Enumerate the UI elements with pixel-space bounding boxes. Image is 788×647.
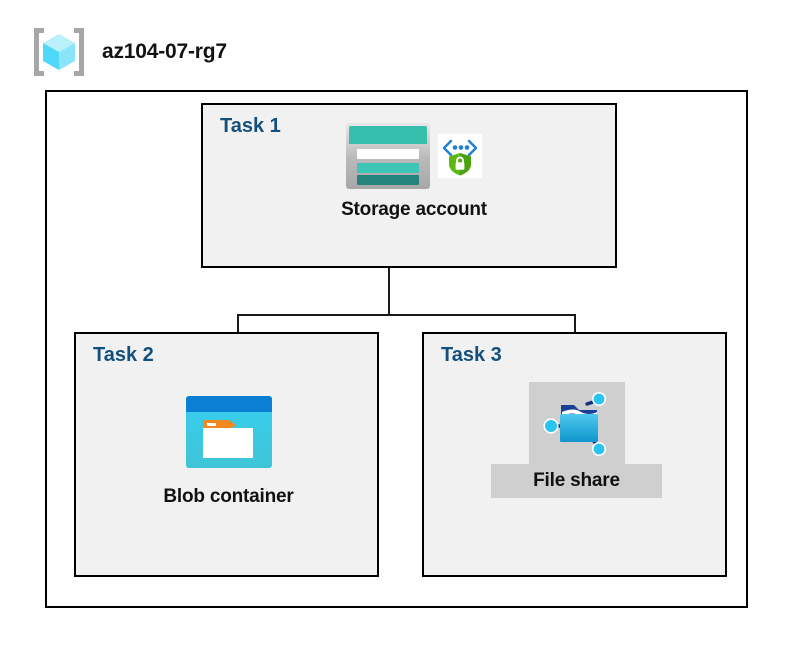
file-share-caption: File share	[491, 464, 662, 498]
resource-group-header: az104-07-rg7	[30, 26, 227, 78]
storage-account-icon	[346, 123, 430, 189]
resource-group-title: az104-07-rg7	[102, 40, 227, 63]
connector-horizontal-bus	[237, 314, 576, 316]
blob-container-icon	[185, 396, 272, 468]
resource-group-icon	[30, 26, 88, 78]
node-file-share[interactable]: File share	[464, 382, 689, 498]
service-endpoint-shield-icon	[438, 134, 482, 178]
node-storage-account[interactable]: Storage account	[299, 123, 529, 221]
resource-group-container: Task 1	[45, 90, 748, 608]
node-blob-container[interactable]: Blob container	[116, 396, 341, 508]
task-2-label: Task 2	[93, 344, 154, 366]
storage-account-icon-group	[346, 123, 482, 189]
task-1-label: Task 1	[220, 115, 281, 137]
task-3-label: Task 3	[441, 344, 502, 366]
task-1-box: Task 1	[201, 103, 617, 268]
blob-container-caption: Blob container	[163, 486, 294, 507]
file-share-icon-highlight	[528, 382, 625, 464]
task-2-box: Task 2 Blob container	[74, 332, 379, 577]
storage-account-caption: Storage account	[341, 199, 487, 220]
task-3-box: Task 3	[422, 332, 727, 577]
file-share-icon	[541, 390, 613, 458]
